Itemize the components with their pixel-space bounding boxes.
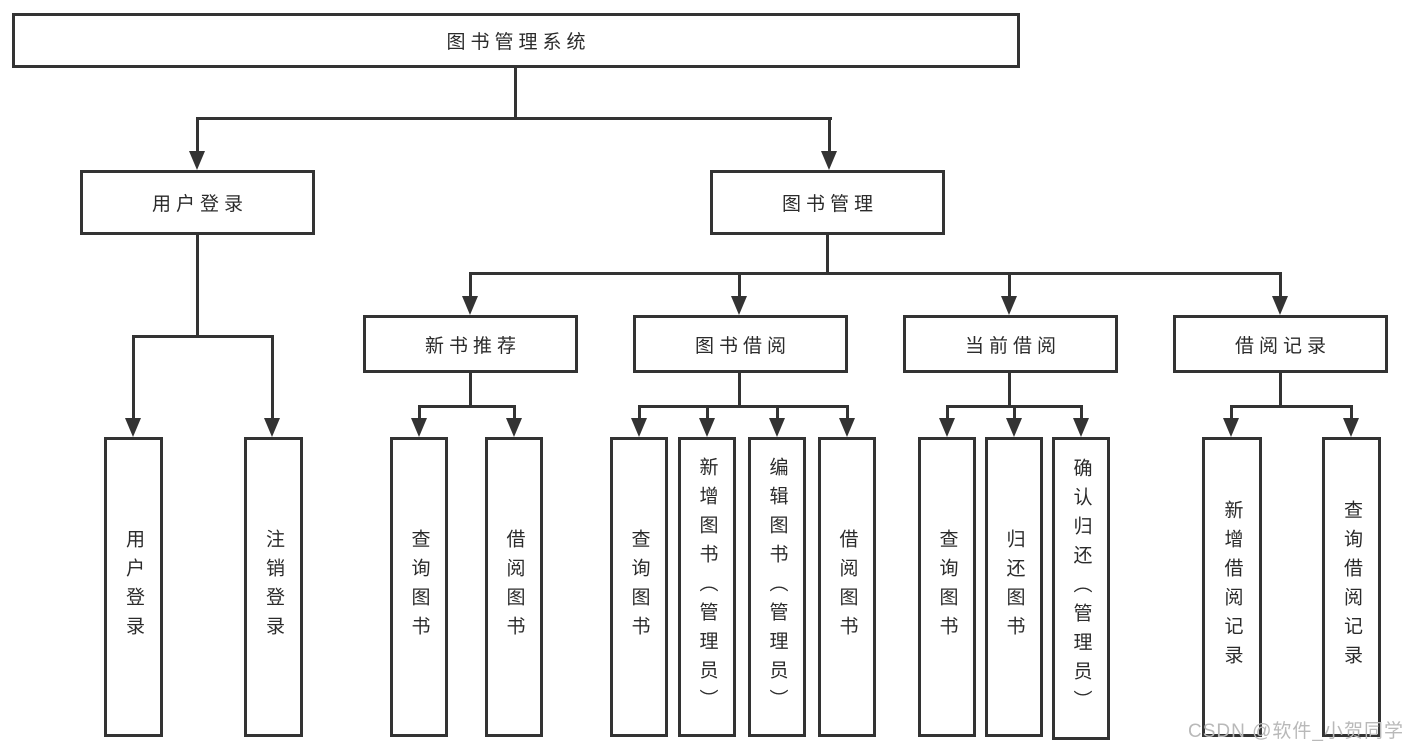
connector-newbook-shaft-2: [513, 405, 516, 421]
arrowhead-down-icon: [1343, 418, 1359, 437]
arrowhead-down-icon: [1001, 296, 1017, 315]
connector-bookborrow-shaft-4: [846, 405, 849, 421]
arrowhead-down-icon: [1006, 418, 1022, 437]
connector-bookborrow-shaft-1: [638, 405, 641, 421]
node-new-book-recommend: 新书推荐: [363, 315, 578, 373]
connector-newbook-stem: [469, 373, 472, 407]
arrowhead-down-icon: [731, 296, 747, 315]
connector-records-stem: [1279, 373, 1282, 407]
connector-currentborrow-stem: [1008, 373, 1011, 407]
connector-root-stem: [514, 68, 517, 118]
connector-newbook-bar: [418, 405, 516, 408]
arrowhead-down-icon: [631, 418, 647, 437]
connector-userlogin-stem: [196, 235, 199, 337]
arrowhead-down-icon: [699, 418, 715, 437]
watermark: CSDN @软件_小贺同学: [1188, 721, 1404, 742]
leaf-current-return-books: 归还图书: [985, 437, 1043, 737]
leaf-records-add-record: 新增借阅记录: [1202, 437, 1262, 737]
arrowhead-down-icon: [125, 418, 141, 437]
arrowhead-down-icon: [1073, 418, 1089, 437]
connector-root-bar: [196, 117, 832, 120]
connector-root-right-shaft: [828, 117, 831, 153]
arrowhead-down-icon: [506, 418, 522, 437]
node-library-management-system: 图书管理系统: [12, 13, 1020, 68]
arrowhead-down-icon: [769, 418, 785, 437]
connector-currentborrow-shaft-3: [1080, 405, 1083, 421]
connector-bookmgmt-shaft-2: [738, 272, 741, 298]
arrowhead-down-icon: [189, 151, 205, 170]
connector-records-shaft-2: [1350, 405, 1353, 421]
connector-bookborrow-shaft-3: [776, 405, 779, 421]
arrowhead-down-icon: [411, 418, 427, 437]
connector-userlogin-right-shaft: [271, 335, 274, 419]
connector-records-shaft-1: [1230, 405, 1233, 421]
arrowhead-down-icon: [264, 418, 280, 437]
connector-root-left-shaft: [196, 117, 199, 153]
leaf-newbook-query-books: 查询图书: [390, 437, 448, 737]
leaf-records-query-record: 查询借阅记录: [1322, 437, 1381, 737]
leaf-logout: 注销登录: [244, 437, 303, 737]
connector-userlogin-left-shaft: [132, 335, 135, 419]
connector-bookmgmt-bar: [469, 272, 1282, 275]
arrowhead-down-icon: [939, 418, 955, 437]
connector-bookmgmt-stem: [826, 235, 829, 275]
node-book-borrowing: 图书借阅: [633, 315, 848, 373]
leaf-borrowing-add-books-admin: 新增图书（管理员）: [678, 437, 736, 737]
node-current-borrowing: 当前借阅: [903, 315, 1118, 373]
node-borrowing-records: 借阅记录: [1173, 315, 1388, 373]
arrowhead-down-icon: [462, 296, 478, 315]
connector-newbook-shaft-1: [418, 405, 421, 421]
node-book-management: 图书管理: [710, 170, 945, 235]
connector-bookborrow-bar: [638, 405, 849, 408]
leaf-borrowing-query-books: 查询图书: [610, 437, 668, 737]
arrowhead-down-icon: [821, 151, 837, 170]
connector-bookborrow-shaft-2: [706, 405, 709, 421]
connector-bookmgmt-shaft-4: [1279, 272, 1282, 298]
connector-records-bar: [1230, 405, 1353, 408]
arrowhead-down-icon: [1223, 418, 1239, 437]
connector-userlogin-bar: [132, 335, 274, 338]
node-user-login: 用户登录: [80, 170, 315, 235]
leaf-current-query-books: 查询图书: [918, 437, 976, 737]
arrowhead-down-icon: [839, 418, 855, 437]
leaf-borrowing-edit-books-admin: 编辑图书（管理员）: [748, 437, 806, 737]
leaf-user-login: 用户登录: [104, 437, 163, 737]
arrowhead-down-icon: [1272, 296, 1288, 315]
leaf-borrowing-borrow-books: 借阅图书: [818, 437, 876, 737]
connector-bookmgmt-shaft-1: [469, 272, 472, 298]
connector-bookborrow-stem: [738, 373, 741, 407]
leaf-newbook-borrow-books: 借阅图书: [485, 437, 543, 737]
leaf-current-confirm-return-admin: 确认归还（管理员）: [1052, 437, 1110, 740]
connector-bookmgmt-shaft-3: [1008, 272, 1011, 298]
connector-currentborrow-shaft-1: [946, 405, 949, 421]
connector-currentborrow-shaft-2: [1013, 405, 1016, 421]
